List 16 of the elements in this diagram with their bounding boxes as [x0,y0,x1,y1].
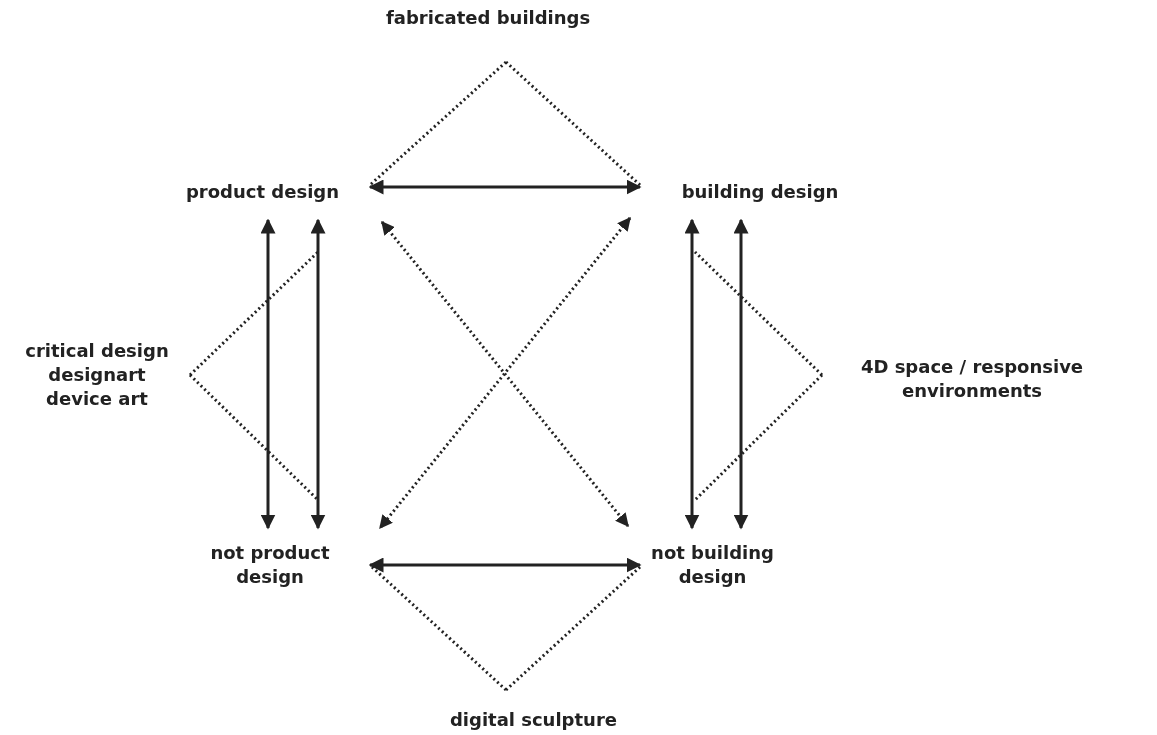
arrow [368,179,642,195]
arrow [684,218,700,530]
arrow [368,557,642,573]
arrow [260,218,276,530]
node-label: fabricated buildings [386,6,591,30]
node-label: not building design [650,541,775,589]
node-label: critical design [25,339,169,363]
arrow [733,218,749,530]
arrow [310,218,326,530]
node-label: product design [185,180,339,204]
node-label: building design [681,180,839,204]
node-label: designart [48,363,146,387]
node-label: digital sculpture [449,708,617,732]
node-label: device art [46,387,148,411]
node-label: not product design [209,541,331,589]
node-label: 4D space / responsive environments [859,355,1085,403]
